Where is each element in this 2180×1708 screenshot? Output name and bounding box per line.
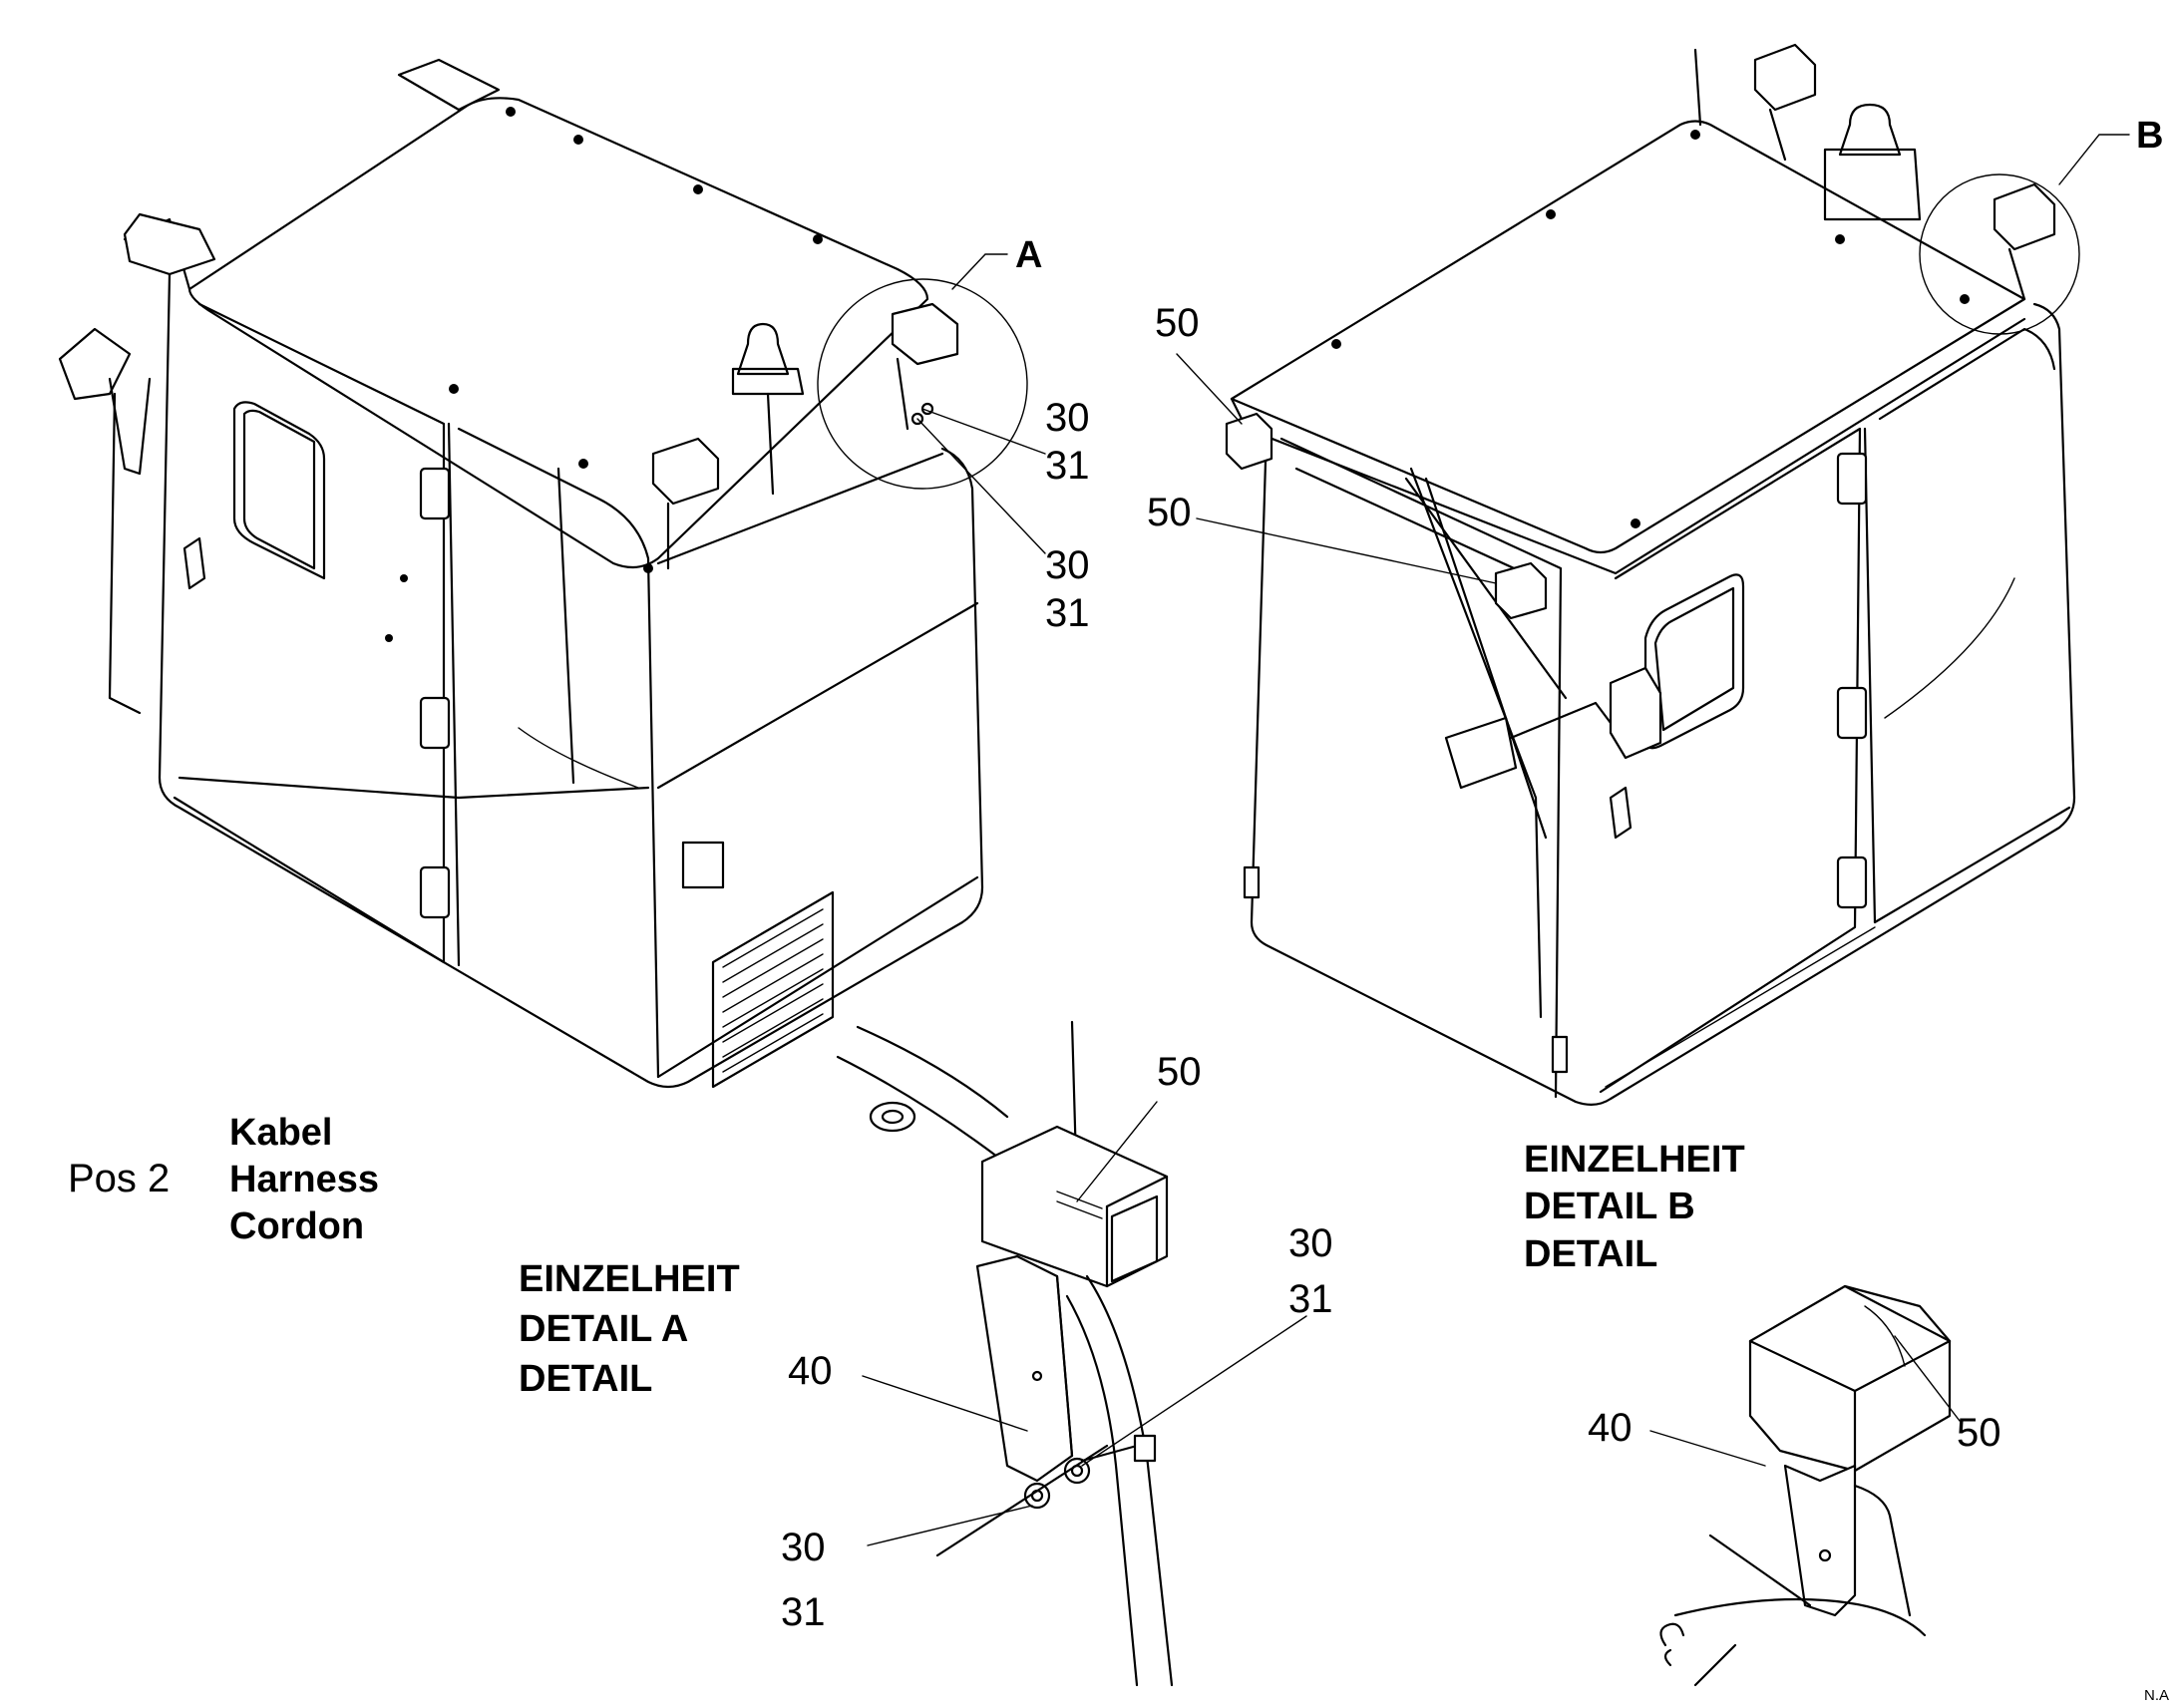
callout-50-detail-a: 50 <box>1157 1050 1202 1094</box>
detail-a-title-line1: EINZELHEIT <box>519 1258 740 1300</box>
right-cab-latch-front <box>1551 1035 1569 1074</box>
left-cab-beacon <box>736 322 790 376</box>
left-cab-drawing <box>58 58 1028 1089</box>
right-cab-roof <box>1230 120 2026 554</box>
left-cab-rear-vent <box>711 890 835 1089</box>
detail-b-drawing <box>1659 1284 1952 1687</box>
detail-b-bracket <box>1783 1464 1857 1617</box>
callout-31-left-cab-upper: 31 <box>1045 444 1090 488</box>
detail-a-connector <box>1133 1434 1157 1463</box>
callout-31-detail-a-left: 31 <box>781 1590 826 1634</box>
left-cab-door-window <box>232 401 326 580</box>
callout-31-detail-a-right: 31 <box>1288 1277 1333 1321</box>
corner-mark: N.A <box>2144 1687 2169 1704</box>
left-cab-work-light <box>651 437 720 506</box>
callout-detail-b-marker: B <box>2136 115 2163 157</box>
left-cab-hinge-middle <box>419 696 451 750</box>
callout-30-detail-a-right: 30 <box>1288 1221 1333 1265</box>
right-cab-beacon <box>1838 103 1902 157</box>
detail-b-title-line1: EINZELHEIT <box>1524 1139 1745 1181</box>
callout-50-detail-b: 50 <box>1957 1411 2001 1455</box>
left-cab-door <box>173 302 446 964</box>
left-cab-hinge-lower <box>419 865 451 919</box>
callout-50-right-cab-upper: 50 <box>1155 301 1200 345</box>
detail-a-title-line2: DETAIL A <box>519 1308 688 1350</box>
callout-30-left-cab-lower: 30 <box>1045 543 1090 587</box>
callout-30-detail-a-left: 30 <box>781 1526 826 1569</box>
detail-a-title-line3: DETAIL <box>519 1358 652 1400</box>
detail-a-drawing <box>836 1020 1174 1687</box>
left-cab-mirror <box>58 327 132 401</box>
callout-50-right-cab-lower: 50 <box>1147 491 1192 534</box>
callout-detail-a-marker: A <box>1015 234 1042 276</box>
right-cab-door <box>1599 427 1862 1094</box>
left-cab-hinge-upper <box>419 467 451 520</box>
detail-b-work-light <box>1748 1284 1952 1473</box>
right-cab-side-mirror <box>1609 666 1662 760</box>
right-cab-drawing <box>1225 43 2080 1106</box>
detail-a-work-light <box>980 1125 1169 1288</box>
detail-b-circle <box>1919 173 2080 335</box>
detail-b-title-line3: DETAIL <box>1524 1233 1657 1275</box>
position-label: Pos 2 <box>68 1157 170 1200</box>
right-cab-door-window <box>1643 573 1745 750</box>
right-cab-wiper <box>1404 477 1568 700</box>
right-cab-front-mirror <box>1444 716 1518 790</box>
right-cab-latch-left <box>1243 865 1261 899</box>
right-cab-hinge-middle <box>1836 686 1868 740</box>
left-cab-visor <box>123 212 216 276</box>
right-cab-front-light-upper <box>1225 412 1273 471</box>
detail-a-circle <box>817 278 1028 490</box>
left-cab-detail-a-light <box>891 302 959 366</box>
position-note-line2: Harness <box>229 1159 379 1200</box>
right-cab-front-light-lower <box>1494 561 1548 620</box>
right-cab-detail-b-light <box>1993 182 2056 251</box>
position-note-line1: Kabel <box>229 1112 332 1154</box>
detail-b-title-line2: DETAIL B <box>1524 1186 1695 1227</box>
left-cab-roof <box>187 97 929 569</box>
right-cab-rear-light-left <box>1753 43 1817 112</box>
callout-30-left-cab-upper: 30 <box>1045 396 1090 440</box>
right-cab-hinge-lower <box>1836 855 1868 909</box>
callout-31-left-cab-lower: 31 <box>1045 591 1090 635</box>
callout-40-detail-b: 40 <box>1588 1406 1633 1450</box>
leader-lines <box>862 134 2130 1546</box>
position-note-line3: Cordon <box>229 1205 364 1247</box>
callout-40-detail-a: 40 <box>788 1349 833 1393</box>
right-cab-hinge-upper <box>1836 452 1868 506</box>
left-cab-rear-socket <box>681 841 725 889</box>
right-cab-body-outline <box>1250 302 2076 1106</box>
detail-a-bolt-lower <box>1023 1482 1051 1510</box>
